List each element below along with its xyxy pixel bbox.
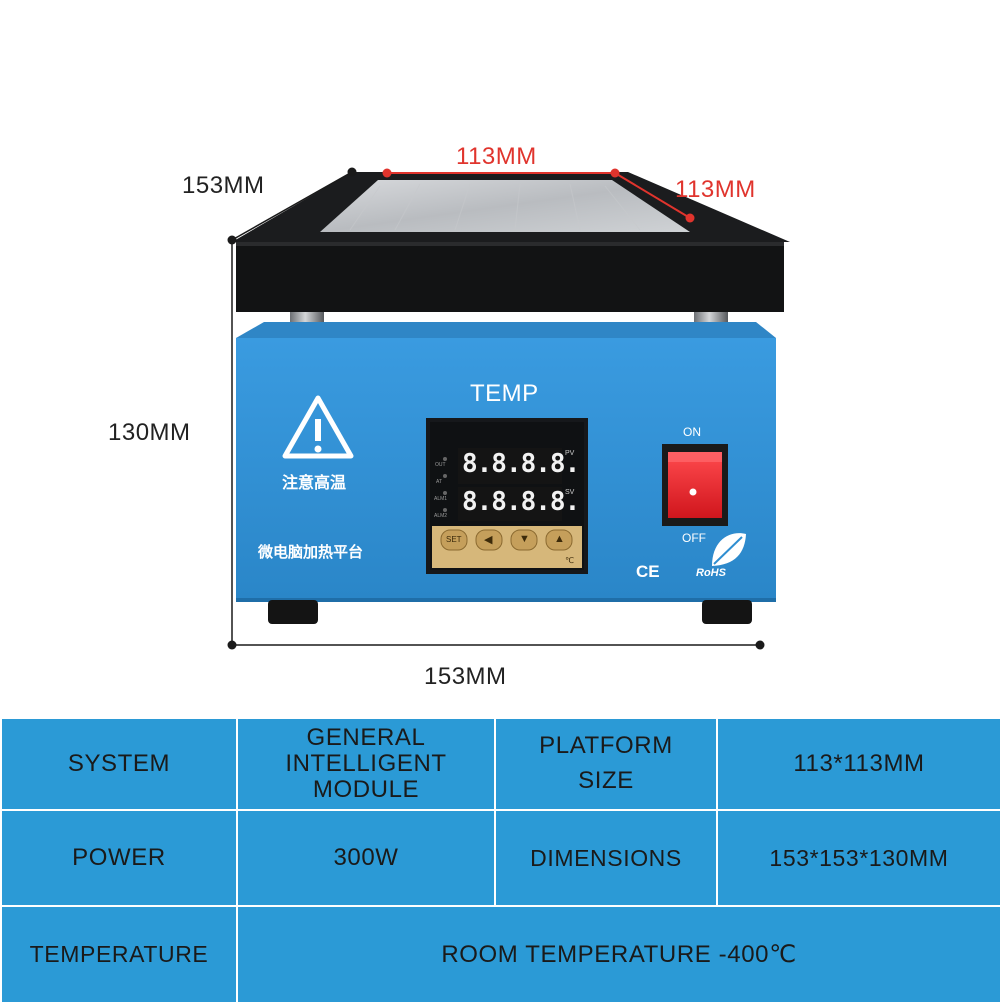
sv-display: 8.8.8.8. [462,487,580,517]
product-name: 微电脑加热平台 [258,543,364,561]
heating-platform-illustration [227,167,790,650]
warning-triangle-icon [282,395,354,459]
table-row: SYSTEM GENERAL INTELLIGENT MODULE PLATFO… [0,717,1000,811]
dimensions-label: DIMENSIONS [494,809,718,907]
foot-left [268,600,318,624]
panel-title: TEMP [470,380,539,407]
indicator-alm2: ALM2 [434,513,448,519]
set-button-label: SET [446,535,462,544]
up-button[interactable] [545,529,573,551]
power-value: 300W [236,809,496,907]
platform-size-value: 113*113MM [716,717,1000,811]
rohs-mark: RoHS [696,567,726,579]
platform-width-label: 113MM [456,143,537,170]
sv-tag: SV [565,489,575,496]
indicator-at: AT [436,479,443,485]
body-depth-label: 153MM [182,172,265,199]
ce-mark: CE [636,562,660,581]
power-label: POWER [0,809,238,907]
down-button[interactable] [510,529,538,551]
down-arrow-icon: ▼ [519,533,530,545]
dimension-lines [227,167,765,650]
up-arrow-icon: ▲ [554,533,565,545]
body-width-label: 153MM [424,663,507,690]
pv-display: 8.8.8.8. [462,449,580,479]
left-arrow-icon: ◀ [484,534,493,546]
heating-plate [232,172,790,312]
controller-unit: ℃ [565,556,574,565]
pv-tag: PV [565,450,575,457]
switch-on-label: ON [683,425,701,439]
set-button[interactable] [440,529,468,551]
platform-depth-label: 113MM [675,176,756,203]
table-row: POWER 300W DIMENSIONS 153*153*130MM [0,809,1000,907]
power-switch[interactable] [662,444,728,526]
switch-off-label: OFF [682,531,706,545]
platform-size-label: PLATFORM SIZE [494,717,718,811]
system-value: GENERAL INTELLIGENT MODULE [236,717,496,811]
system-label: SYSTEM [0,717,238,811]
foot-right [702,600,752,624]
temperature-label: TEMPERATURE [0,905,238,1004]
temperature-value: ROOM TEMPERATURE -400℃ [236,905,1000,1004]
warning-text: 注意高温 [282,473,347,492]
left-button[interactable] [475,529,503,551]
table-row: TEMPERATURE ROOM TEMPERATURE -400℃ [0,905,1000,1004]
height-label: 130MM [108,419,191,446]
specification-table: SYSTEM GENERAL INTELLIGENT MODULE PLATFO… [0,717,1000,1004]
dimensions-value: 153*153*130MM [716,809,1000,907]
indicator-out: OUT [435,462,446,468]
product-figure: 113MM 113MM 153MM 130MM 153MM TEMP 注意高温 … [108,143,790,690]
controller-buttons [440,529,573,551]
leaf-icon [712,533,746,566]
indicator-alm1: ALM1 [434,496,448,502]
